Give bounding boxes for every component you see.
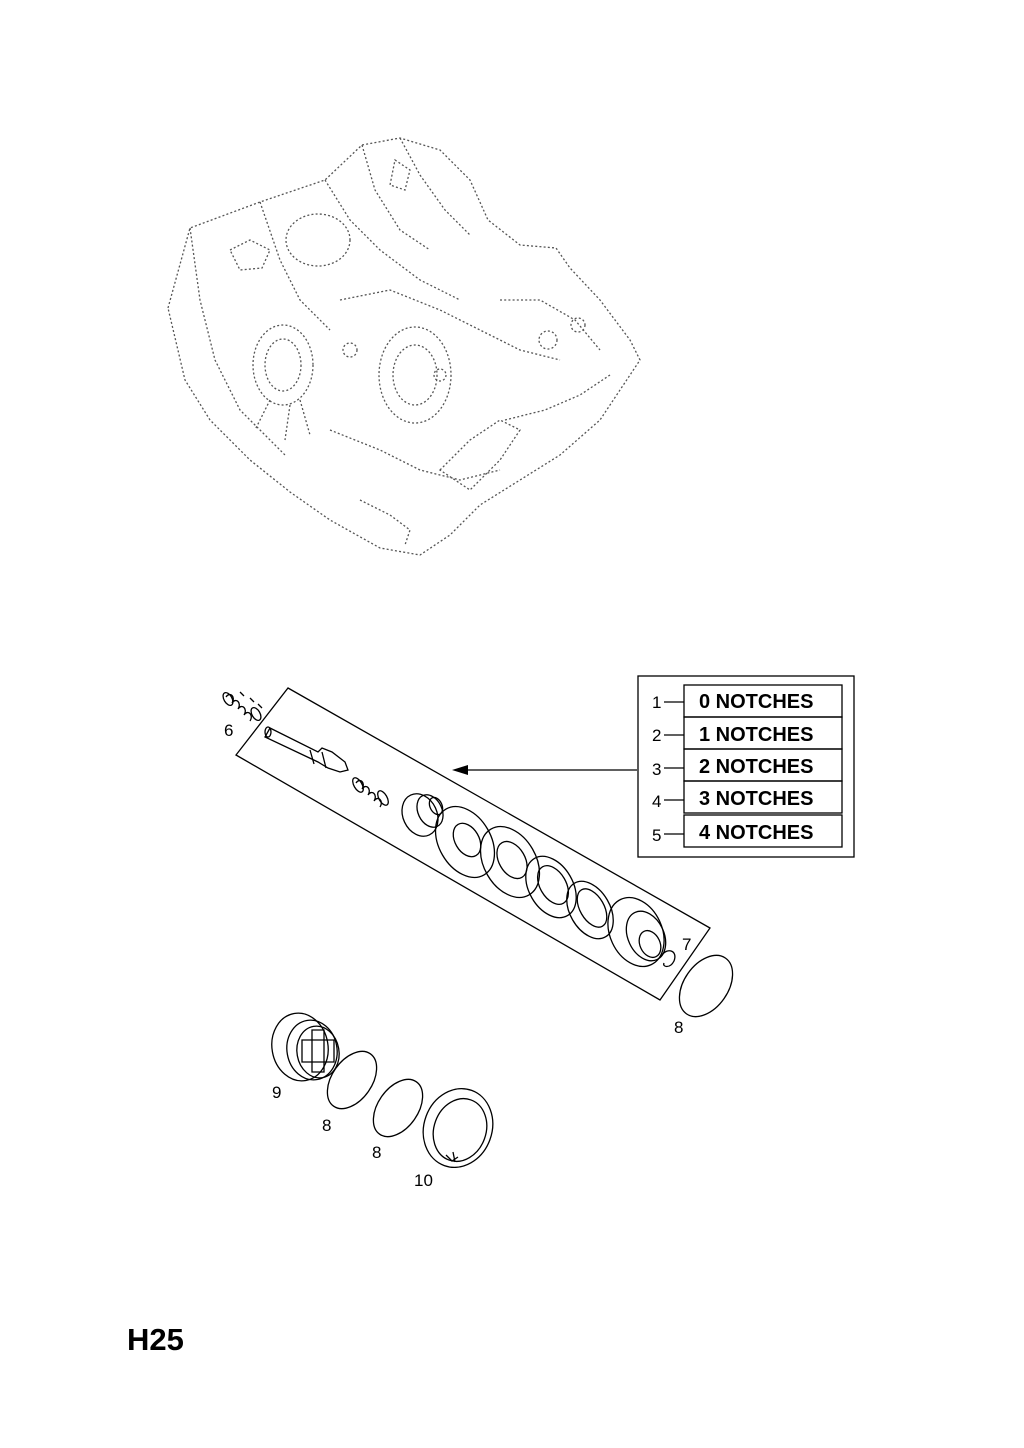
callout-8-mid: 8 [322, 1116, 331, 1135]
table-row-3-number: 3 [652, 760, 661, 779]
shim-discs [434, 805, 614, 940]
callout-7: 7 [682, 935, 691, 954]
table-row-2-label: 1 NOTCHES [699, 724, 813, 746]
callout-8-top: 8 [674, 1018, 683, 1037]
page-code: H25 [127, 1322, 184, 1357]
callout-6: 6 [224, 721, 233, 740]
valve-assembly-frame [235, 687, 711, 1001]
callout-9: 9 [272, 1083, 281, 1102]
notch-table: 1 0 NOTCHES 2 1 NOTCHES 3 2 NOTCHES 4 3 … [637, 675, 855, 858]
callout-10: 10 [414, 1171, 433, 1190]
table-row-4-label: 3 NOTCHES [699, 788, 813, 810]
table-row-2-number: 2 [652, 726, 661, 745]
table-row-3-label: 2 NOTCHES [699, 756, 813, 778]
o-ring-part-8c [372, 1078, 424, 1138]
o-ring-part-8a [678, 954, 734, 1018]
inner-spring [352, 777, 389, 808]
pointer-arrow [452, 765, 637, 775]
table-row-5-number: 5 [652, 826, 661, 845]
transmission-housing-illustration [167, 137, 641, 556]
plug-part-9 [271, 1012, 340, 1082]
table-row-4-number: 4 [652, 792, 661, 811]
end-cap-part-7 [607, 896, 676, 968]
table-row-1-number: 1 [652, 693, 661, 712]
callout-8-low: 8 [372, 1143, 381, 1162]
spring-part-6 [222, 691, 263, 722]
table-row-1-label: 0 NOTCHES [699, 691, 813, 713]
retaining-ring-part-10 [422, 1088, 494, 1168]
valve-stem [264, 726, 349, 773]
table-row-5-label: 4 NOTCHES [699, 822, 813, 844]
